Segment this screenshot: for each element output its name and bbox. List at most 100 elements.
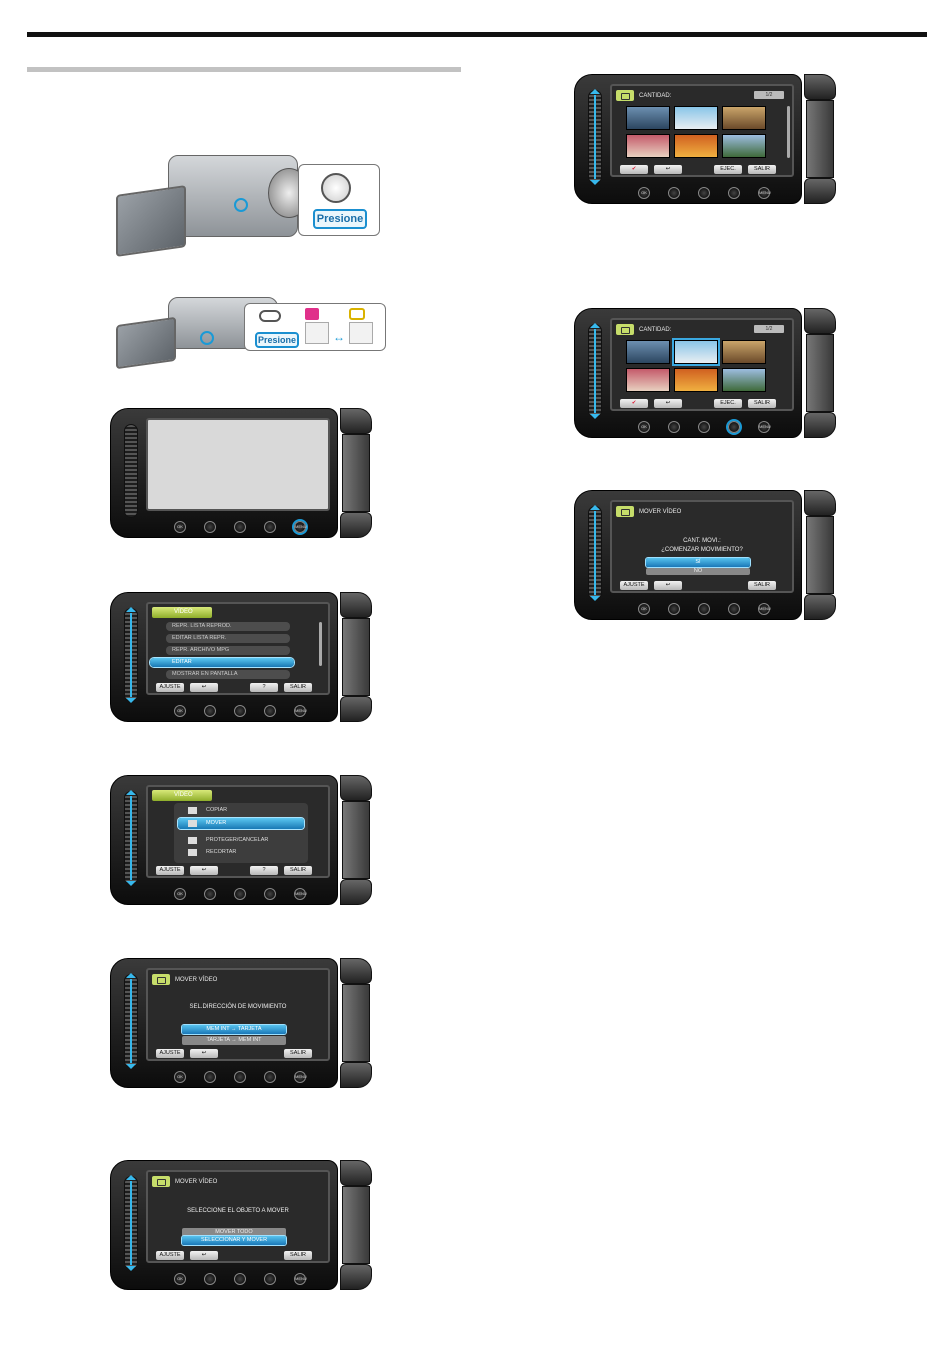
function-button-2[interactable] xyxy=(234,705,246,717)
thumbnail-1[interactable] xyxy=(626,106,670,130)
ok-button[interactable]: OK xyxy=(174,1071,186,1083)
menu-button[interactable]: MENU xyxy=(294,521,307,533)
top-rule xyxy=(27,32,927,37)
back-button[interactable]: ↩ xyxy=(190,683,218,692)
function-button-1[interactable] xyxy=(668,187,680,199)
option-no[interactable]: NO xyxy=(646,568,750,575)
salir-button[interactable]: SALIR xyxy=(748,581,776,590)
menu-button[interactable]: MENU xyxy=(758,421,771,433)
back-button[interactable]: ↩ xyxy=(190,866,218,875)
option-mover-todo[interactable]: MOVER TODO xyxy=(182,1228,286,1237)
salir-button[interactable]: SALIR xyxy=(284,1251,312,1260)
submenu-proteger[interactable]: PROTEGER/CANCELAR xyxy=(178,835,304,846)
ajuste-button[interactable]: AJUSTE xyxy=(156,1251,184,1260)
ok-button[interactable]: OK xyxy=(174,705,186,717)
function-button-1[interactable] xyxy=(204,705,216,717)
function-button-1[interactable] xyxy=(204,888,216,900)
function-button-1[interactable] xyxy=(668,603,680,615)
ok-button[interactable]: OK xyxy=(638,421,650,433)
menu-button[interactable]: MENU xyxy=(294,1071,307,1083)
salir-button[interactable]: SALIR xyxy=(284,683,312,692)
thumbnail-6[interactable] xyxy=(722,134,766,158)
menu-scrollbar[interactable] xyxy=(319,622,322,666)
function-button-2[interactable] xyxy=(234,521,246,533)
photo-mode-icon xyxy=(349,308,365,320)
menu-item-editar[interactable]: EDITAR xyxy=(150,658,294,667)
ajuste-button[interactable]: AJUSTE xyxy=(156,866,184,875)
back-button[interactable]: ↩ xyxy=(654,165,682,174)
function-button-3[interactable] xyxy=(264,1273,276,1285)
ok-button[interactable]: OK xyxy=(174,888,186,900)
menu-button[interactable]: MENU xyxy=(758,187,771,199)
back-button[interactable]: ↩ xyxy=(654,581,682,590)
menu-button[interactable]: MENU xyxy=(758,603,771,615)
function-button-2[interactable] xyxy=(234,888,246,900)
option-si[interactable]: SÍ xyxy=(646,558,750,567)
thumbnail-3[interactable] xyxy=(722,106,766,130)
ajuste-button[interactable]: AJUSTE xyxy=(620,581,648,590)
menu-item-mostrar[interactable]: MOSTRAR EN PANTALLA xyxy=(166,670,290,679)
thumbnail-3[interactable] xyxy=(722,340,766,364)
function-button-1[interactable] xyxy=(204,1071,216,1083)
cantidad-screen-2: CANTIDAD: 1/2 ✔ ↩ EJEC. SALIR xyxy=(610,318,794,411)
camcorder-illustration-2: Presione ↔ xyxy=(108,295,388,375)
function-button-3[interactable] xyxy=(728,603,740,615)
menu-item-repr-mpg[interactable]: REPR. ARCHIVO MPG xyxy=(166,646,290,655)
ejec-button[interactable]: EJEC. xyxy=(714,399,742,408)
function-button-2[interactable] xyxy=(698,421,710,433)
thumbnail-6[interactable] xyxy=(722,368,766,392)
submenu-copiar[interactable]: COPIAR xyxy=(178,805,304,816)
function-button-1[interactable] xyxy=(204,521,216,533)
function-button-3[interactable] xyxy=(728,421,740,433)
menu-button[interactable]: MENU xyxy=(294,888,307,900)
function-button-1[interactable] xyxy=(204,1273,216,1285)
thumbnail-5[interactable] xyxy=(674,368,718,392)
thumbnail-2[interactable] xyxy=(674,340,718,364)
menu-button[interactable]: MENU xyxy=(294,1273,307,1285)
function-button-1[interactable] xyxy=(668,421,680,433)
salir-button[interactable]: SALIR xyxy=(748,399,776,408)
submenu-mover[interactable]: MOVER xyxy=(178,818,304,829)
function-button-3[interactable] xyxy=(264,888,276,900)
submenu-recortar[interactable]: RECORTAR xyxy=(178,847,304,858)
thumbnail-2[interactable] xyxy=(674,106,718,130)
thumbnail-5[interactable] xyxy=(674,134,718,158)
thumbnail-scrollbar[interactable] xyxy=(787,106,790,158)
lcd-screen xyxy=(146,418,330,511)
option-seleccionar-mover[interactable]: SELECCIONAR Y MOVER xyxy=(182,1236,286,1245)
help-button[interactable]: ? xyxy=(250,683,278,692)
menu-item-repr-lista[interactable]: REPR. LISTA REPROD. xyxy=(166,622,290,631)
back-button[interactable]: ↩ xyxy=(190,1049,218,1058)
back-button[interactable]: ↩ xyxy=(190,1251,218,1260)
function-button-2[interactable] xyxy=(234,1273,246,1285)
ajuste-button[interactable]: AJUSTE xyxy=(156,683,184,692)
ok-button[interactable]: OK xyxy=(638,187,650,199)
option-tarjeta-memint[interactable]: TARJETA → MEM INT xyxy=(182,1036,286,1045)
thumbnail-4[interactable] xyxy=(626,134,670,158)
ok-button[interactable]: OK xyxy=(174,521,186,533)
salir-button[interactable]: SALIR xyxy=(748,165,776,174)
thumbnail-4[interactable] xyxy=(626,368,670,392)
function-button-2[interactable] xyxy=(698,187,710,199)
ajuste-button[interactable]: AJUSTE xyxy=(156,1049,184,1058)
check-button[interactable]: ✔ xyxy=(620,399,648,408)
salir-button[interactable]: SALIR xyxy=(284,1049,312,1058)
back-button[interactable]: ↩ xyxy=(654,399,682,408)
function-button-2[interactable] xyxy=(698,603,710,615)
help-button[interactable]: ? xyxy=(250,866,278,875)
ok-button[interactable]: OK xyxy=(174,1273,186,1285)
function-button-3[interactable] xyxy=(728,187,740,199)
menu-button[interactable]: MENU xyxy=(294,705,307,717)
ejec-button[interactable]: EJEC. xyxy=(714,165,742,174)
ok-button[interactable]: OK xyxy=(638,603,650,615)
function-button-3[interactable] xyxy=(264,521,276,533)
salir-button[interactable]: SALIR xyxy=(284,866,312,875)
function-button-3[interactable] xyxy=(264,1071,276,1083)
function-button-3[interactable] xyxy=(264,705,276,717)
lcd-unit-cantidad-1: CANTIDAD: 1/2 ✔ ↩ EJEC. SALIR OK MENU xyxy=(574,74,844,222)
menu-item-editar-lista[interactable]: EDITAR LISTA REPR. xyxy=(166,634,290,643)
thumbnail-1[interactable] xyxy=(626,340,670,364)
check-button[interactable]: ✔ xyxy=(620,165,648,174)
function-button-2[interactable] xyxy=(234,1071,246,1083)
option-memint-tarjeta[interactable]: MEM INT → TARJETA xyxy=(182,1025,286,1034)
